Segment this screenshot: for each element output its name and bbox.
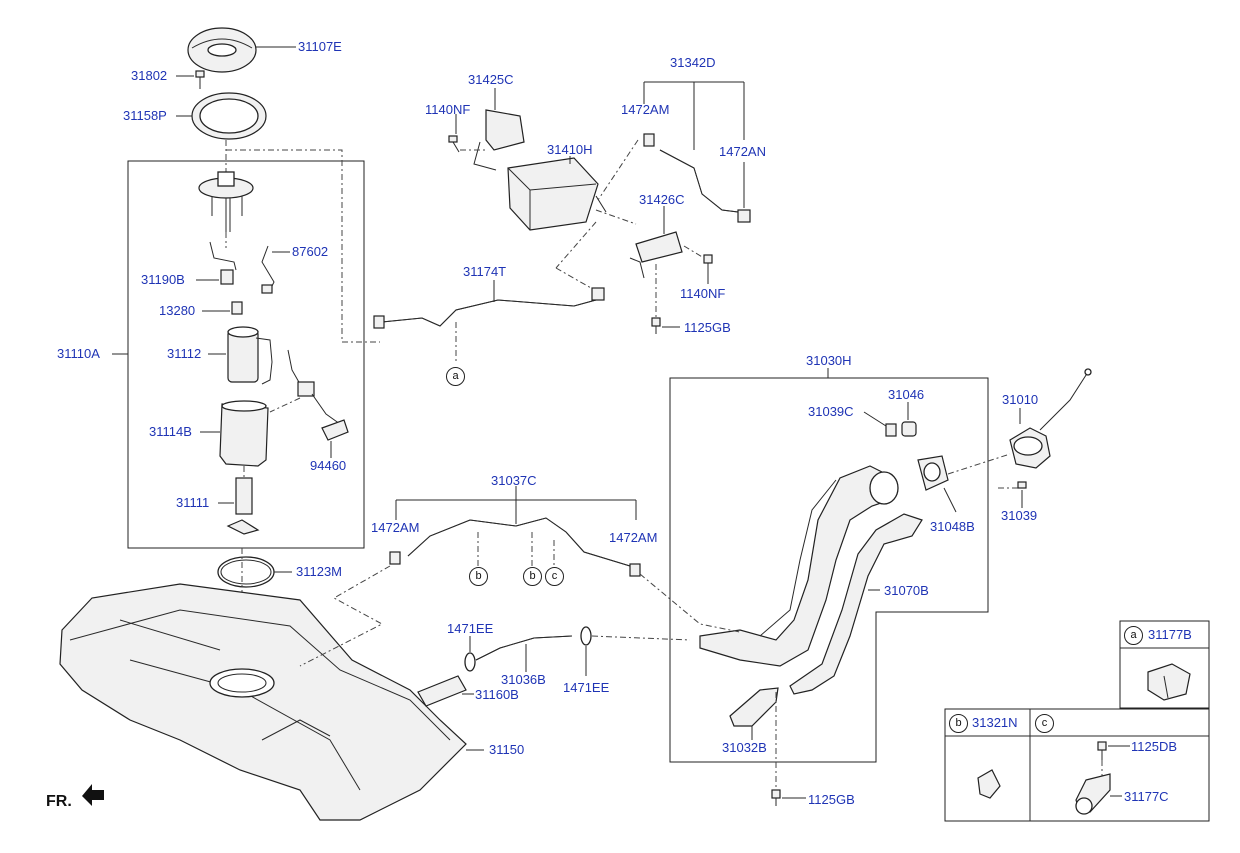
label-31112: 31112 <box>167 346 202 361</box>
label-31190B: 31190B <box>141 272 185 287</box>
sender-94460 <box>287 349 349 441</box>
legend-c-letter: c <box>1035 714 1054 733</box>
label-31177C: 31177C <box>1124 789 1169 804</box>
bracket-31032B <box>729 687 779 727</box>
label-31039: 31039 <box>1001 508 1038 523</box>
label-1472AM-b: 1472AM <box>371 520 420 535</box>
callout-a: a <box>446 367 465 386</box>
clip-31039C <box>885 423 897 437</box>
label-31410H: 31410H <box>547 142 593 157</box>
label-31160B: 31160B <box>475 687 519 702</box>
filter-31111 <box>226 477 260 535</box>
front-arrow-icon <box>82 784 104 806</box>
callout-b-left: b <box>469 567 488 586</box>
breather-tube-31070B <box>789 513 923 695</box>
gasket-31048B <box>917 455 949 491</box>
label-31110A: 31110A <box>57 346 100 361</box>
pump-31112 <box>227 326 273 385</box>
fuel-cap-31010 <box>1009 368 1092 469</box>
label-31123M: 31123M <box>296 564 343 579</box>
label-1125DB: 1125DB <box>1131 739 1178 754</box>
reservoir-31114B <box>219 400 269 467</box>
bolt-1125DB <box>1097 741 1107 760</box>
clip-31177B <box>1147 663 1191 701</box>
legend-a-letter: a <box>1124 626 1143 645</box>
label-31048B: 31048B <box>930 519 975 534</box>
label-31177B: 31177B <box>1148 627 1192 642</box>
ring-31158P <box>191 92 267 140</box>
legend-a-box <box>1119 620 1210 709</box>
label-1472AM-a: 1472AM <box>621 102 670 117</box>
label-1471EE-b: 1471EE <box>563 680 610 695</box>
label-94460: 94460 <box>310 458 347 473</box>
label-13280: 13280 <box>159 303 196 318</box>
bolt-1140NF-b <box>703 254 713 270</box>
bolt-1125GB-b <box>771 789 781 806</box>
wire-87602 <box>261 245 275 294</box>
label-31321N: 31321N <box>972 715 1018 730</box>
legend-b-letter: b <box>949 714 968 733</box>
gasket-31123M <box>217 556 275 588</box>
front-orientation-label: FR. <box>46 793 72 810</box>
vent-hose-31037C <box>389 517 641 577</box>
label-31425C: 31425C <box>468 72 514 87</box>
screw-31039 <box>1017 481 1027 489</box>
label-31037C: 31037C <box>491 473 537 488</box>
hose-31342D <box>643 133 751 223</box>
label-31342D: 31342D <box>670 55 716 70</box>
clip-31321N <box>977 769 1001 799</box>
label-31046: 31046 <box>888 387 925 402</box>
bracket-31426C <box>629 231 683 279</box>
bracket-31425C <box>473 109 525 171</box>
label-31010: 31010 <box>1002 392 1039 407</box>
label-31030H: 31030H <box>806 353 852 368</box>
pump-flange <box>198 171 254 232</box>
label-31039C: 31039C <box>808 404 854 419</box>
legend-bc-box <box>944 708 1210 822</box>
fill-hose-31036B <box>475 635 573 661</box>
fuel-tank-31150 <box>59 583 467 821</box>
pipe-31160B <box>417 675 467 707</box>
label-87602: 87602 <box>292 244 329 259</box>
clamp-1471EE-b <box>580 626 592 662</box>
label-31802: 31802 <box>131 68 168 83</box>
label-1471EE-a: 1471EE <box>447 621 494 636</box>
clamp-1471EE-a <box>464 652 476 672</box>
bolt-1140NF-a <box>448 135 460 153</box>
tube-31190B <box>209 241 237 285</box>
label-31070B: 31070B <box>884 583 929 598</box>
label-31426C: 31426C <box>639 192 685 207</box>
label-31111: 31111 <box>176 495 210 510</box>
bolt-1125GB-a <box>651 317 661 334</box>
label-1140NF-a: 1140NF <box>425 102 471 117</box>
filler-neck-box <box>669 377 989 763</box>
label-31032B: 31032B <box>722 740 767 755</box>
canister-31410H <box>507 157 607 231</box>
label-1125GB-b: 1125GB <box>808 792 855 807</box>
filler-neck-31030H <box>699 465 899 667</box>
sensor-13280 <box>231 301 243 315</box>
cover-31107E <box>187 27 257 73</box>
label-1140NF-b: 1140NF <box>680 286 726 301</box>
label-31036B: 31036B <box>501 672 546 687</box>
label-1472AN: 1472AN <box>719 144 766 159</box>
valve-31046 <box>901 421 917 437</box>
label-1472AM-c: 1472AM <box>609 530 658 545</box>
bolt-31802 <box>195 70 205 89</box>
label-31107E: 31107E <box>298 39 342 54</box>
label-31150: 31150 <box>489 742 525 757</box>
bracket-31177C <box>1075 773 1111 815</box>
callout-b-right: b <box>523 567 542 586</box>
label-31158P: 31158P <box>123 108 167 123</box>
label-31174T: 31174T <box>463 264 507 279</box>
label-31114B: 31114B <box>149 424 192 439</box>
label-1125GB-a: 1125GB <box>684 320 731 335</box>
callout-c: c <box>545 567 564 586</box>
vapor-tube-31174T <box>373 287 605 329</box>
